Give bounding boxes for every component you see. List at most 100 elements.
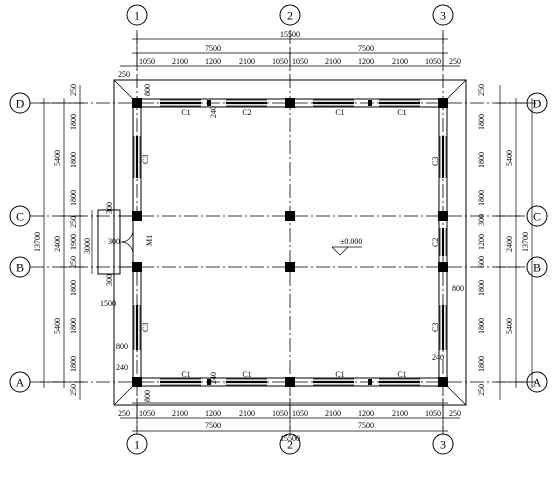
- dim-seg: 1050: [425, 409, 441, 418]
- dim-edge: 250: [449, 409, 461, 418]
- dim-bay-depth: 2400: [53, 236, 62, 252]
- dim-seg: 1200: [358, 409, 374, 418]
- dim-seg: 1800: [69, 318, 78, 334]
- dim-seg: 300: [477, 214, 486, 226]
- label-c1: C1: [335, 108, 344, 117]
- axis-bubble-1-top: 1: [126, 4, 148, 26]
- axis-bubble-c-left: C: [9, 205, 31, 227]
- eave-corner-bl: [113, 385, 134, 406]
- dim-edge: 250: [118, 70, 130, 79]
- dim-seg: 1800: [477, 190, 486, 206]
- dim-edge: 250: [69, 216, 78, 228]
- column: [132, 262, 142, 272]
- label-c1: C1: [397, 108, 406, 117]
- column: [438, 262, 448, 272]
- label-m1: M1: [145, 235, 154, 246]
- dim-bay-depth: 5400: [53, 150, 62, 166]
- window-c1: [226, 378, 267, 386]
- window-c1: [160, 378, 201, 386]
- dim-edge: 250: [449, 57, 461, 66]
- axis-bubble-c-right: C: [526, 205, 548, 227]
- eave-corner-br: [446, 385, 467, 406]
- structural-columns: [132, 98, 448, 387]
- column: [285, 262, 295, 272]
- dimension-left: 13700 5400 2400 5400 250 1800 1800 1800 …: [33, 84, 128, 400]
- svg-text:D: D: [16, 97, 25, 111]
- dim-seg: 1800: [69, 356, 78, 372]
- window-c2: [226, 99, 267, 107]
- axis-bubble-3-bottom: 3: [432, 433, 454, 455]
- label-c3: C3: [431, 323, 440, 332]
- svg-text:B: B: [16, 261, 24, 275]
- window-c3-right-upper: [439, 136, 447, 178]
- column: [438, 211, 448, 221]
- dim-entrance-depth: 300: [108, 237, 120, 246]
- svg-text:2: 2: [287, 438, 293, 452]
- dim-seg: 1800: [69, 114, 78, 130]
- svg-text:A: A: [533, 376, 542, 390]
- dim-overall-width: 15500: [280, 434, 300, 443]
- dim-bay-width: 7500: [205, 44, 221, 53]
- column: [132, 211, 142, 221]
- column: [438, 377, 448, 387]
- elevation-marker: ±0.000: [331, 237, 362, 256]
- dim-wall-thickness: 240: [209, 372, 218, 384]
- dim-seg: 1800: [477, 356, 486, 372]
- dim-seg: 2100: [239, 57, 255, 66]
- dim-wall-thickness: 240: [116, 363, 128, 372]
- dim-wall-thickness: 240: [432, 353, 444, 362]
- dim-bay-depth: 5400: [505, 150, 514, 166]
- axis-bubble-3-top: 3: [432, 4, 454, 26]
- label-c2: C2: [431, 238, 440, 247]
- svg-text:2: 2: [287, 9, 293, 23]
- dim-seg: 2100: [172, 57, 188, 66]
- eave-corner-tr: [446, 79, 467, 100]
- svg-text:3: 3: [440, 438, 446, 452]
- dim-seg: 1200: [358, 57, 374, 66]
- dim-seg: 2100: [172, 409, 188, 418]
- dim-bay-width: 7500: [205, 421, 221, 430]
- window-c1: [313, 378, 354, 386]
- dim-seg: 1800: [69, 152, 78, 168]
- elevation-label: ±0.000: [340, 237, 362, 246]
- eave-corner-tl: [113, 79, 134, 100]
- svg-text:3: 3: [440, 9, 446, 23]
- dim-seg: 1200: [205, 57, 221, 66]
- label-c1: C1: [397, 370, 406, 379]
- dim-seg: 1800: [69, 190, 78, 206]
- axis-bubble-1-bottom: 1: [126, 433, 148, 455]
- dim-edge: 250: [69, 84, 78, 96]
- axis-bubble-b-left: B: [9, 256, 31, 278]
- dim-seg: 2100: [325, 409, 341, 418]
- windows-top-wall: [160, 99, 420, 107]
- dim-step: 1500: [100, 299, 116, 308]
- dim-seg: 1050: [292, 57, 308, 66]
- window-c3-right-lower: [439, 305, 447, 350]
- dim-seg: 1050: [139, 409, 155, 418]
- label-c1: C1: [242, 370, 251, 379]
- windows-bottom-wall: [160, 378, 420, 386]
- dim-edge: 250: [69, 384, 78, 396]
- dim-bay-depth: 5400: [505, 318, 514, 334]
- column: [132, 98, 142, 108]
- window-c2-right-middle: [439, 228, 447, 256]
- dim-wall-offset: 800: [143, 390, 152, 402]
- dim-seg: 2100: [392, 409, 408, 418]
- dim-seg: 2100: [392, 57, 408, 66]
- svg-text:B: B: [533, 261, 541, 275]
- column: [285, 377, 295, 387]
- dim-edge: 250: [69, 256, 78, 268]
- dim-seg: 1050: [272, 409, 288, 418]
- window-c3-left-upper: [133, 136, 141, 178]
- dim-seg: 1050: [139, 57, 155, 66]
- window-c1: [160, 99, 201, 107]
- dim-seg: 1200: [477, 234, 486, 250]
- dim-seg: 1050: [425, 57, 441, 66]
- dimension-top: 15500 7500 7500 250 250 1050 2100 1200 2…: [118, 30, 461, 118]
- column: [132, 377, 142, 387]
- dim-overall-depth: 13700: [33, 232, 42, 252]
- wall-pilasters: [207, 100, 372, 385]
- window-c1: [313, 99, 354, 107]
- dim-bay-width: 7500: [358, 421, 374, 430]
- entrance-step: [97, 209, 121, 275]
